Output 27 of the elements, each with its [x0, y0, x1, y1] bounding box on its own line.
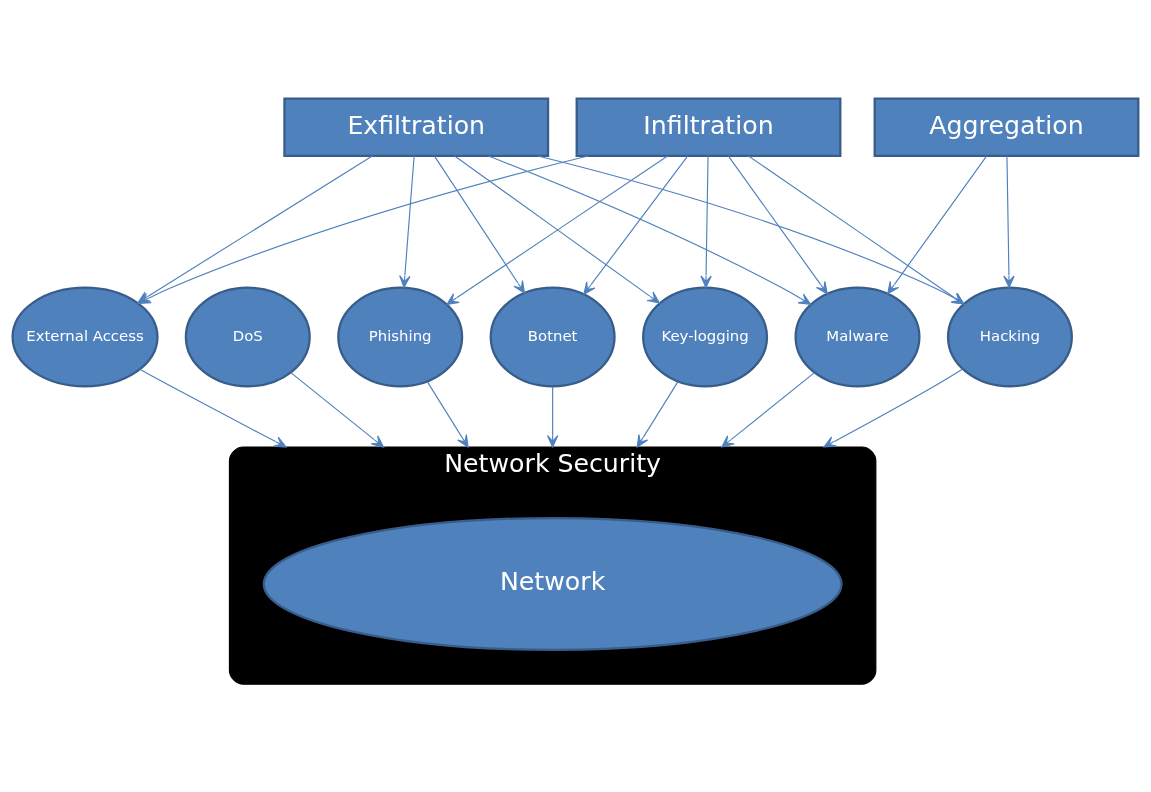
arrow: [537, 155, 965, 305]
node-ellipse: External Access: [11, 286, 159, 388]
node-box: Aggregation: [873, 97, 1140, 158]
arrow: [700, 155, 712, 289]
arrow: [290, 372, 384, 448]
arrow: [426, 381, 469, 448]
node-ellipse: Botnet: [489, 286, 616, 388]
arrow: [399, 155, 415, 289]
node-ellipse: DoS: [184, 286, 311, 388]
arrow: [636, 381, 679, 448]
node-box: Infiltration: [575, 97, 842, 158]
node-box: Exfiltration: [283, 97, 550, 158]
node-ellipse: Network: [262, 516, 843, 651]
arrow: [488, 155, 812, 305]
arrow: [546, 385, 559, 448]
node-ellipse: Hacking: [946, 286, 1073, 388]
arrow: [583, 155, 689, 295]
arrow: [747, 155, 965, 305]
arrow: [823, 368, 964, 448]
arrow: [721, 372, 816, 448]
arrow: [139, 368, 287, 448]
node-ellipse: Phishing: [337, 286, 464, 388]
node-ellipse: Key-logging: [642, 286, 769, 388]
arrow: [1003, 155, 1015, 289]
arrow: [433, 155, 526, 294]
arrow: [727, 155, 828, 295]
arrow: [887, 155, 988, 295]
